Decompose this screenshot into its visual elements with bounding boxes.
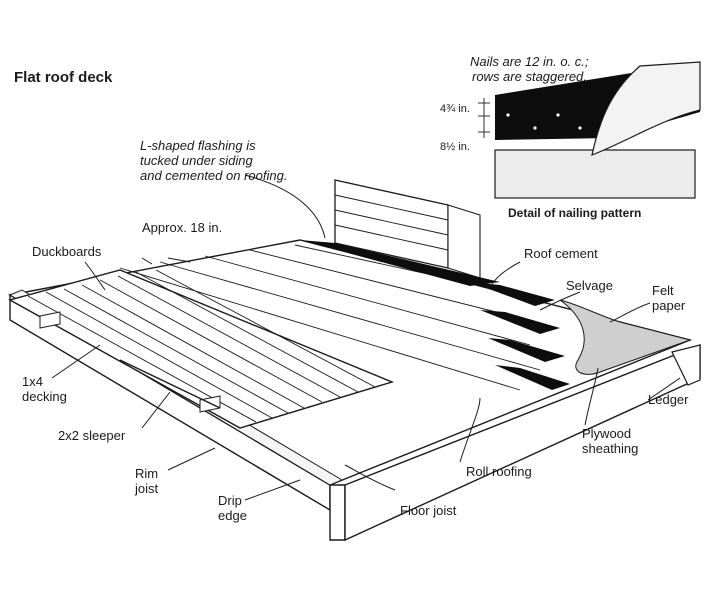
- duckboard-frame: [8, 269, 395, 429]
- sleeper-end: [39, 311, 61, 329]
- label-decking-1: 1x4: [22, 374, 43, 389]
- detail-lapped-sheet: [591, 61, 701, 156]
- roof-cement-band: [488, 338, 565, 362]
- dim-label-1: 4¾ in.: [440, 103, 470, 115]
- detail-sheathing: [494, 149, 696, 199]
- roof-cement-band: [480, 310, 560, 334]
- dim-label-2: 8½ in.: [440, 141, 470, 153]
- nail-mark: [506, 113, 510, 117]
- roofing-seam: [159, 261, 541, 371]
- label-approx: Approx. 18 in.: [142, 220, 222, 235]
- label-drip-2: edge: [218, 508, 247, 523]
- deck-structure: [8, 179, 701, 542]
- floor-joist-end: [329, 484, 346, 541]
- nailing-detail-inset: Nails are 12 in. o. c.; rows are stagger…: [440, 54, 701, 220]
- siding-panel: [300, 179, 500, 286]
- label-felt-1: Felt: [652, 283, 674, 298]
- label-selvage: Selvage: [566, 278, 613, 293]
- label-ledger: Ledger: [648, 392, 689, 407]
- duckboards: [8, 269, 395, 429]
- leader-lines: [51, 174, 681, 501]
- label-rim-1: Rim: [135, 466, 158, 481]
- label-decking-2: decking: [22, 389, 67, 404]
- roofing-seam: [204, 255, 531, 346]
- nail-mark: [578, 126, 582, 130]
- nail-mark: [533, 126, 537, 130]
- label-flashing-1: L-shaped flashing is: [140, 138, 256, 153]
- detail-caption: Detail of nailing pattern: [508, 206, 641, 220]
- felt-paper-area: [559, 299, 692, 375]
- label-roof-cement: Roof cement: [524, 246, 598, 261]
- decking-board-edge: [155, 269, 376, 388]
- flashing-strip: [300, 240, 500, 286]
- roof-cement-band: [495, 365, 570, 390]
- sleeper-line: [119, 359, 221, 409]
- detail-note-line-2: rows are staggered.: [472, 69, 587, 84]
- diagram-title: Flat roof deck: [14, 69, 113, 86]
- roofing-seam: [119, 267, 521, 391]
- ledger-block: [671, 344, 701, 386]
- label-rim-2: joist: [134, 481, 159, 496]
- label-duckboards: Duckboards: [32, 244, 102, 259]
- decking-board-edge: [81, 284, 305, 409]
- roofing-seam: [249, 249, 521, 319]
- decking-board-edge: [117, 275, 341, 398]
- decking-board-edge: [63, 288, 289, 414]
- label-roll-roofing: Roll roofing: [466, 464, 532, 479]
- label-plywood-2: sheathing: [582, 441, 638, 456]
- decking-board-edge: [135, 271, 359, 393]
- decking-board-edge: [99, 279, 323, 403]
- decking-board-edge: [45, 291, 273, 419]
- label-drip-1: Drip: [218, 493, 242, 508]
- label-flashing-2: tucked under siding: [140, 153, 254, 168]
- nail-mark: [556, 113, 560, 117]
- detail-note-line-1: Nails are 12 in. o. c.;: [470, 54, 589, 69]
- label-plywood-1: Plywood: [582, 426, 631, 441]
- label-floor-joist: Floor joist: [400, 503, 457, 518]
- roof-cement-band: [470, 282, 555, 306]
- label-flashing-3: and cemented on roofing.: [140, 168, 287, 183]
- label-felt-2: paper: [652, 298, 686, 313]
- label-sleeper: 2x2 sleeper: [58, 428, 126, 443]
